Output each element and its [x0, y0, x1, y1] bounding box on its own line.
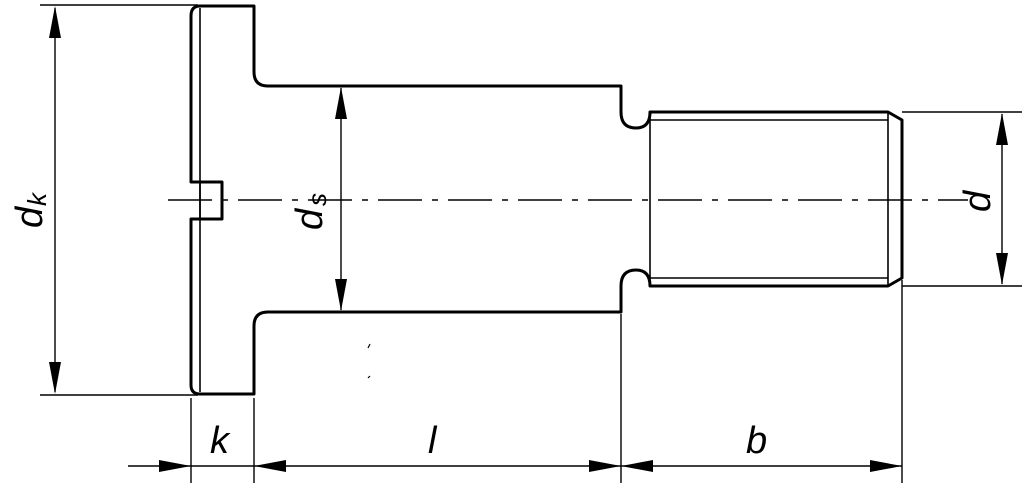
arrow-b-left	[621, 460, 653, 472]
dimension-thread-diameter: d	[957, 113, 1008, 285]
label-head-diameter: d	[9, 205, 51, 228]
label-shank-diameter-sub: s	[302, 193, 332, 206]
arrow-l-right	[589, 460, 621, 472]
small-marks	[367, 343, 371, 379]
screw-head	[189, 4, 904, 396]
extension-lines	[40, 4, 1022, 483]
arrow-k-left	[159, 460, 191, 472]
label-thread-diameter: d	[957, 189, 999, 212]
arrow-b-right	[870, 460, 902, 472]
dimension-shank-diameter: d s	[289, 87, 347, 311]
label-head-height: k	[210, 420, 231, 462]
dimension-head-diameter: d k	[9, 6, 61, 394]
screw-outline	[189, 4, 904, 396]
label-head-diameter-sub: k	[22, 191, 52, 206]
label-thread-length: b	[746, 420, 767, 462]
dimension-lengths: k l b	[128, 420, 902, 472]
arrow-k-right	[254, 460, 286, 472]
label-shank-diameter: d	[289, 207, 331, 230]
label-shank-length: l	[428, 420, 438, 462]
